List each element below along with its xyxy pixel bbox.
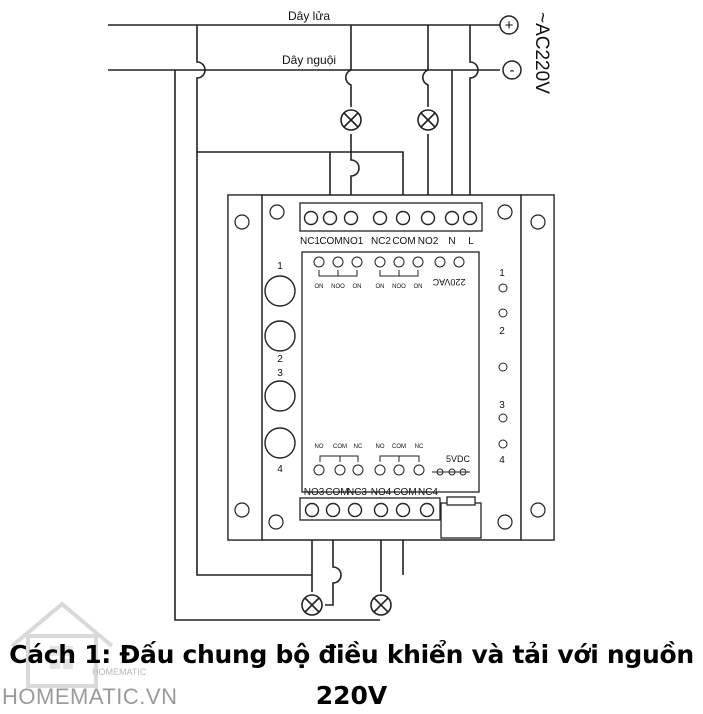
pcb-top-screws xyxy=(313,256,465,268)
caption-line-1: Cách 1: Đấu chung bộ điều khiển và tải v… xyxy=(9,640,694,669)
wiring-diagram: Dây lửa Dây nguội + - ~AC220V xyxy=(108,9,555,621)
bottom-terminal-label: NC3 xyxy=(347,487,367,498)
left-push-buttons xyxy=(264,275,296,459)
lamp-load-1-icon xyxy=(340,109,362,131)
button-label: 4 xyxy=(277,464,283,475)
bottom-terminal-label: COM xyxy=(325,487,348,498)
pcb-5vdc-label: 5VDC xyxy=(446,454,471,464)
lamp-load-2-icon xyxy=(417,109,439,131)
pcb-top-small-label: NOO xyxy=(331,284,345,290)
l-terminal-wire xyxy=(469,25,479,215)
top-terminal-label: NO1 xyxy=(343,236,364,247)
button-label: 3 xyxy=(277,368,283,379)
top-terminal-label: COM xyxy=(319,236,342,247)
load1-to-no1 xyxy=(350,134,360,215)
homematic-watermark-logo xyxy=(10,601,114,688)
watermark-small-text: HOMEMATIC xyxy=(92,667,147,677)
top-terminal-label: COM xyxy=(392,236,415,247)
neutral-wire-label: Dây nguội xyxy=(282,53,336,67)
top-terminal-label: N xyxy=(448,236,455,247)
minus-terminal-icon xyxy=(502,60,522,80)
pcb-top-relay-marks xyxy=(318,270,419,277)
top-terminal-label: NO2 xyxy=(418,236,439,247)
mounting-holes xyxy=(234,204,546,530)
minus-symbol: - xyxy=(510,62,515,79)
lamp-load-4-icon xyxy=(370,594,392,616)
bottom-terminal-label: NO4 xyxy=(371,487,392,498)
load2-to-live xyxy=(422,25,429,107)
pcb-bottom-small-label: NO xyxy=(315,444,324,450)
led-label: 1 xyxy=(499,268,505,279)
led-label: 3 xyxy=(499,400,505,411)
watermark-brand-text: HOMEMATIC.VN xyxy=(2,684,178,709)
load1-to-live xyxy=(345,25,352,107)
bottom-terminal-label: NO3 xyxy=(304,487,325,498)
right-leds xyxy=(498,283,508,449)
bottom-terminal-screws xyxy=(304,502,435,518)
relay-board xyxy=(227,194,555,541)
top-terminal-screws xyxy=(303,210,478,226)
plus-terminal-icon xyxy=(499,15,519,35)
pcb-top-small-label: ON xyxy=(315,284,324,290)
pcb-bottom-small-label: NC xyxy=(415,444,424,450)
pcb-bottom-small-label: NC xyxy=(354,444,363,450)
supply-voltage-label: ~AC220V xyxy=(531,12,552,94)
pcb-bottom-relay-marks xyxy=(319,455,420,462)
pcb-top-small-label: ON xyxy=(376,284,385,290)
caption-line-2: 220V xyxy=(315,681,388,710)
left-outer-feed xyxy=(174,70,380,621)
top-terminal-label: NC2 xyxy=(371,236,391,247)
pcb-top-small-label: ON xyxy=(353,284,362,290)
top-terminal-label: L xyxy=(468,236,474,247)
bottom-terminal-label: COM xyxy=(393,487,416,498)
led-label: 2 xyxy=(499,326,505,337)
top-com2-feed xyxy=(330,151,404,215)
pcb-bottom-small-label: COM xyxy=(392,444,406,450)
pcb-bottom-small-label: NO xyxy=(376,444,385,450)
pcb-bottom-screws xyxy=(313,464,425,476)
left-inner-feed xyxy=(196,25,312,576)
dc-jack-icon xyxy=(432,468,470,476)
top-terminal-label: NC1 xyxy=(300,236,320,247)
live-wire-label: Dây lửa xyxy=(288,9,330,23)
pcb-top-small-label: NOO xyxy=(392,284,406,290)
led-label: 4 xyxy=(499,455,505,466)
com-bottom1-wire xyxy=(325,510,342,606)
button-label: 1 xyxy=(277,261,283,272)
pcb-bottom-small-label: COM xyxy=(333,444,347,450)
bottom-terminal-label: NC4 xyxy=(418,487,438,498)
pcb-top-small-label: ON xyxy=(414,284,423,290)
pcb-220vac-label: 220VAC xyxy=(432,277,465,287)
lamp-load-3-icon xyxy=(301,594,323,616)
plus-symbol: + xyxy=(505,17,514,34)
button-label: 2 xyxy=(277,354,283,365)
